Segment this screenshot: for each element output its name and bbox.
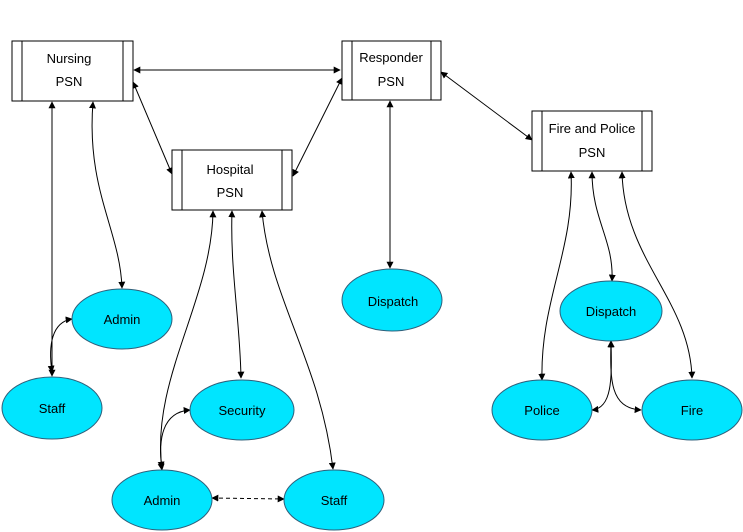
node-fp-police: Police (491, 379, 593, 441)
node-responder-dispatch-label: Dispatch (368, 294, 419, 309)
node-nursing-admin-label: Admin (104, 312, 141, 327)
psn-box-hospital-title: Hospital (207, 162, 254, 177)
edge-dispatch-police (591, 340, 615, 413)
edge-fp-dispatch (588, 171, 616, 282)
edge-admin-staff (211, 494, 285, 503)
node-hospital-security: Security (189, 379, 295, 441)
psn-box-fire-police-title: Fire and Police (549, 121, 636, 136)
edge-nursing-admin (89, 101, 126, 289)
psn-box-responder: Responder PSN (341, 40, 442, 101)
edge-responder-hospital (292, 77, 343, 177)
psn-box-hospital: Hospital PSN (171, 149, 293, 211)
node-fp-dispatch-label: Dispatch (586, 304, 637, 319)
psn-box-responder-title: Responder (359, 50, 423, 65)
node-hospital-admin-label: Admin (144, 493, 181, 508)
edge-hospital-security (228, 210, 245, 379)
node-nursing-admin: Admin (71, 288, 173, 350)
node-hospital-security-label: Security (219, 403, 266, 418)
edge-responder-firepolice (440, 71, 533, 141)
edge-staff-admin (47, 316, 73, 373)
node-hospital-staff: Staff (283, 469, 385, 531)
edge-dispatch-fire (607, 340, 642, 414)
node-hospital-admin: Admin (111, 469, 213, 531)
edge-fp-police (538, 171, 575, 381)
node-responder-dispatch: Dispatch (341, 268, 443, 332)
node-fp-dispatch: Dispatch (559, 280, 663, 342)
node-nursing-staff-label: Staff (39, 401, 66, 416)
node-fp-fire-label: Fire (681, 403, 703, 418)
psn-box-fire-police: Fire and Police PSN (531, 110, 653, 172)
node-hospital-staff-label: Staff (321, 493, 348, 508)
node-fp-police-label: Police (524, 403, 559, 418)
psn-box-nursing-subtitle: PSN (56, 74, 83, 89)
edge-admin-security (157, 406, 191, 469)
psn-box-nursing: Nursing PSN (11, 40, 134, 102)
edges (47, 66, 696, 503)
edge-nursing-hospital (132, 81, 173, 175)
psn-box-hospital-subtitle: PSN (217, 185, 244, 200)
node-nursing-staff: Staff (1, 376, 103, 440)
edge-hospital-staff (259, 210, 336, 470)
psn-box-fire-police-subtitle: PSN (579, 145, 606, 160)
psn-box-nursing-title: Nursing (47, 51, 92, 66)
node-fp-fire: Fire (641, 379, 743, 441)
edge-fp-fire (618, 171, 696, 379)
psn-box-responder-subtitle: PSN (378, 74, 405, 89)
